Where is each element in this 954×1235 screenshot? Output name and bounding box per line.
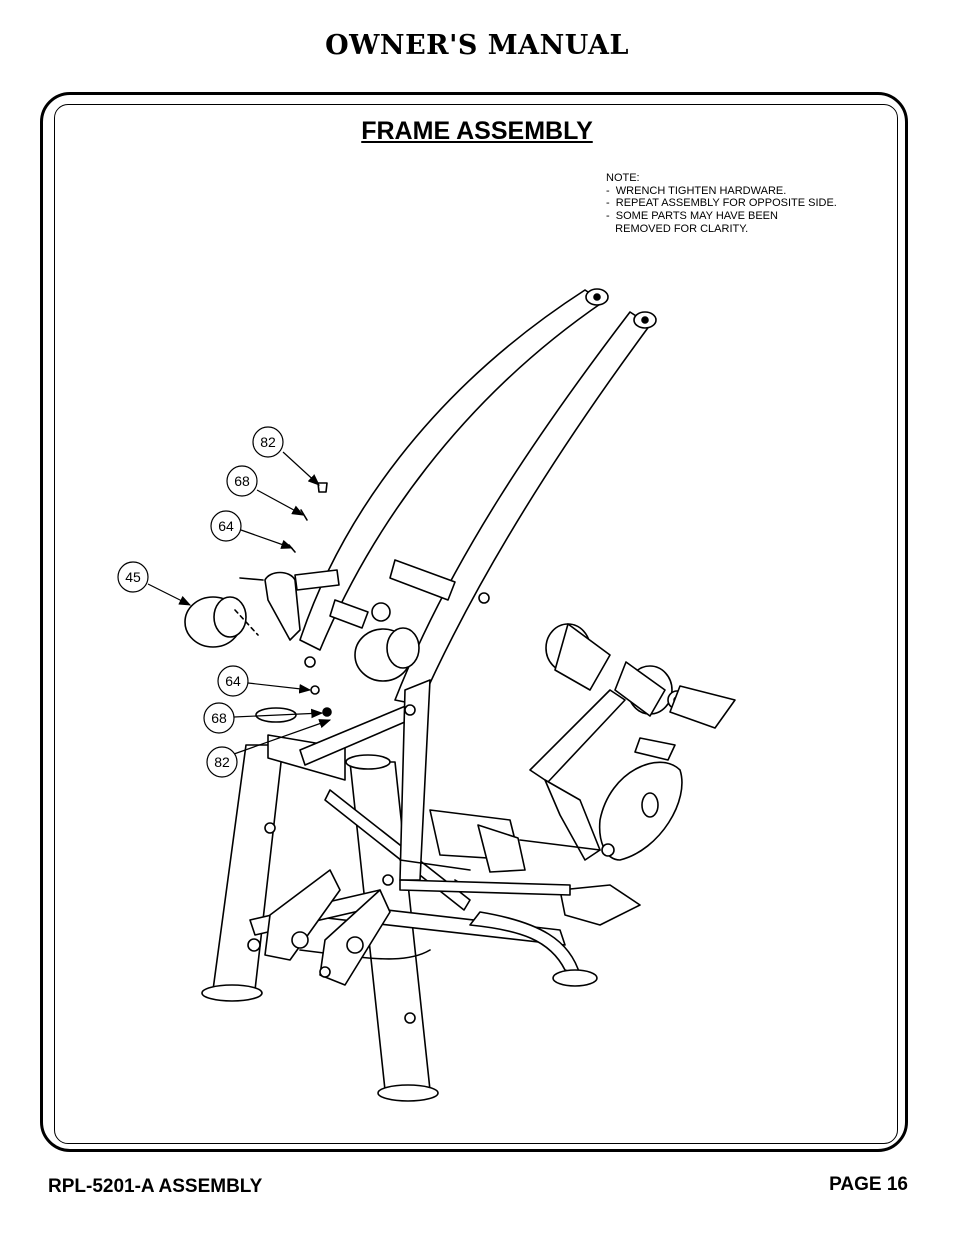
- footer-page-number: PAGE 16: [829, 1174, 908, 1195]
- note-line: - SOME PARTS MAY HAVE BEEN: [606, 210, 778, 223]
- machine-illustration: [184, 288, 736, 1102]
- callout-82-bottom: 82: [206, 719, 332, 778]
- note-line: REMOVED FOR CLARITY.: [606, 222, 749, 235]
- page-border-outer: [40, 92, 908, 1152]
- callout-64-bottom: 64: [217, 665, 312, 697]
- callout-68-top: 68: [226, 465, 305, 516]
- callout-label: 68: [234, 473, 250, 489]
- note-heading: NOTE:: [606, 172, 640, 184]
- section-title: FRAME ASSEMBLY: [361, 117, 593, 145]
- callout-68-bottom: 68: [203, 702, 324, 734]
- page-border-inner: [54, 104, 898, 1144]
- callout-label: 82: [260, 434, 276, 450]
- callout-label: 68: [211, 710, 227, 726]
- callout-label: 64: [218, 518, 234, 534]
- assembly-note: NOTE: - WRENCH TIGHTEN HARDWARE. - REPEA…: [606, 172, 837, 236]
- callout-label: 45: [125, 569, 141, 585]
- callout-64-top: 64: [210, 510, 294, 549]
- callout-45: 45: [117, 561, 192, 606]
- manual-title: OWNER'S MANUAL: [325, 30, 629, 61]
- footer-model-label: RPL-5201-A ASSEMBLY: [48, 1176, 263, 1197]
- callout-label: 82: [214, 754, 230, 770]
- callout-82-top: 82: [252, 426, 320, 486]
- callout-label: 64: [225, 673, 241, 689]
- note-line: - REPEAT ASSEMBLY FOR OPPOSITE SIDE.: [606, 197, 837, 210]
- note-line: - WRENCH TIGHTEN HARDWARE.: [606, 184, 787, 197]
